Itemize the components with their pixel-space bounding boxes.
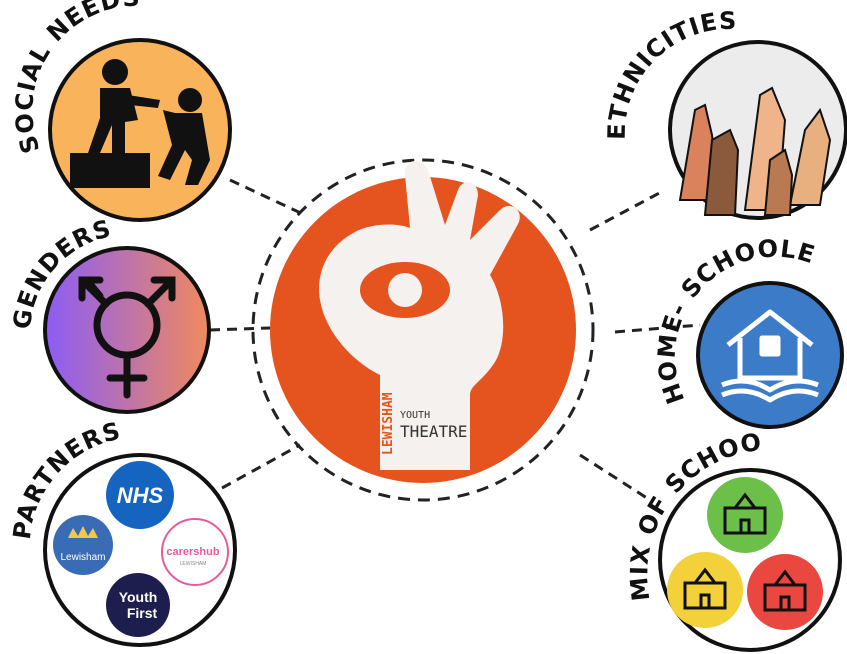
partners-circle [43, 453, 237, 647]
connector-mix-of-schools [579, 453, 651, 502]
raised-hands-icon [678, 86, 832, 216]
connectors [209, 178, 701, 502]
lewisham-logo: Lewisham [53, 515, 113, 575]
people-helping-icon [70, 59, 210, 188]
logo-word-vertical: LEWISHAM [381, 392, 396, 455]
connector-partners [221, 443, 301, 490]
svg-text:carershub: carershub [166, 546, 219, 558]
school-yellow [667, 552, 743, 628]
svg-text:LEWISHAM: LEWISHAM [180, 561, 207, 567]
transgender-symbol-icon [78, 276, 176, 399]
logo-word-big: THEATRE [400, 422, 467, 441]
school-red [747, 554, 823, 630]
connector-social-needs [229, 178, 306, 217]
genders-circle [43, 246, 211, 414]
svg-text:NHS: NHS [117, 483, 164, 508]
svg-text:First: First [127, 605, 158, 621]
node-ethnicities: ETHNICITIES [603, 7, 847, 220]
center-logo: LEWISHAM YOUTH THEATRE [251, 158, 595, 502]
house-book-icon [721, 309, 819, 403]
youth-first-logo: Youth First [106, 573, 170, 637]
logo-word-small: YOUTH [400, 410, 430, 421]
eye-inner-icon [388, 273, 422, 307]
nhs-logo: NHS [106, 461, 174, 529]
node-partners: NHS Lewisham carershub LEWISHAM Youth Fi… [8, 417, 237, 647]
connector-home-schooled [614, 323, 701, 334]
node-genders: GENDERS [8, 214, 211, 414]
connector-ethnicities [589, 188, 666, 232]
school-green [707, 477, 783, 553]
carershub-logo: carershub LEWISHAM [161, 518, 229, 586]
svg-text:Lewisham: Lewisham [60, 552, 105, 563]
center-dashed-ring [251, 158, 595, 502]
school-building-icon [667, 477, 823, 630]
connector-genders [209, 326, 271, 332]
svg-text:Youth: Youth [119, 589, 158, 605]
node-social-needs: SOCIAL NEEDS [10, 0, 232, 222]
